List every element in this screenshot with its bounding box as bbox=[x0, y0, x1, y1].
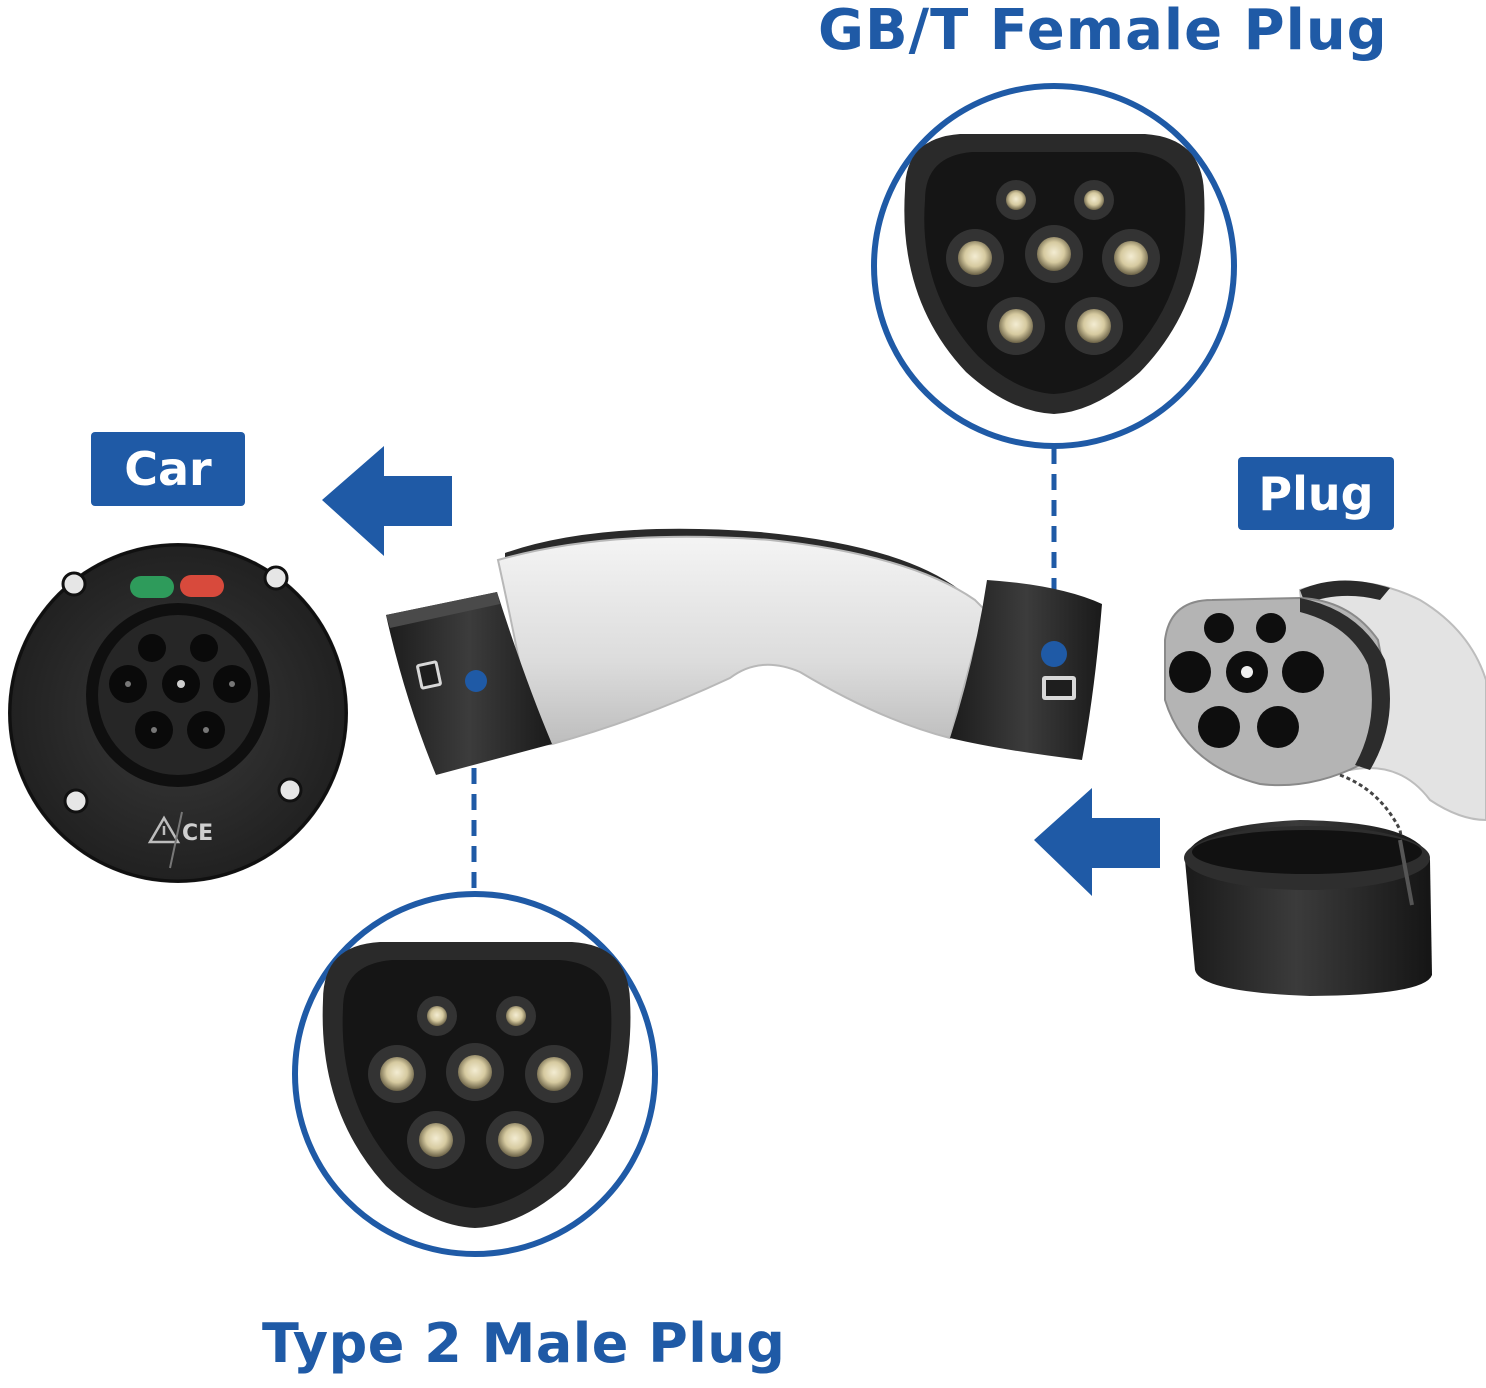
gbt-pins bbox=[946, 180, 1160, 355]
arrow-left-icon bbox=[1034, 788, 1160, 896]
warning-triangle-icon bbox=[147, 815, 181, 844]
type2-pins bbox=[368, 996, 583, 1169]
car-inlet: CE bbox=[8, 543, 348, 883]
arrow-left-icon bbox=[322, 446, 452, 556]
pin-marker-icon bbox=[1041, 641, 1067, 667]
adapter bbox=[386, 528, 1102, 775]
pin-marker-icon bbox=[465, 670, 487, 692]
red-indicator bbox=[180, 575, 224, 597]
charger-plug bbox=[1164, 580, 1486, 906]
ce-mark: CE bbox=[182, 821, 213, 846]
gbt-female-plug-detail bbox=[871, 83, 1237, 449]
charger-plug-pins bbox=[1169, 613, 1324, 748]
type2-male-plug-title: Type 2 Male Plug bbox=[262, 1312, 786, 1375]
car-inlet-pins bbox=[109, 634, 251, 749]
green-indicator bbox=[130, 576, 174, 598]
car-label: Car bbox=[91, 432, 245, 506]
protective-cap bbox=[1184, 820, 1432, 996]
mounting-holes bbox=[61, 565, 303, 814]
gbt-female-plug-title: GB/T Female Plug bbox=[818, 0, 1388, 63]
plug-label: Plug bbox=[1238, 457, 1394, 530]
type2-male-plug-detail bbox=[292, 891, 658, 1257]
